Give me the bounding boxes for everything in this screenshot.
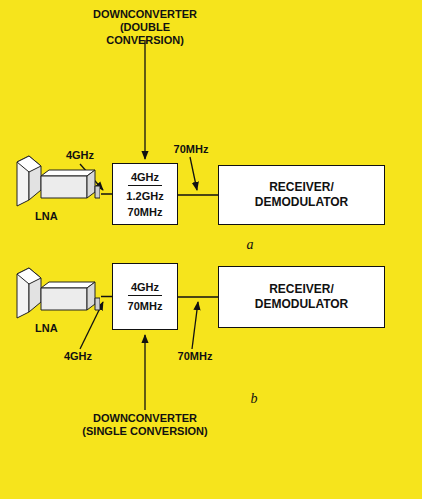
frequency-text: 4GHz: [128, 169, 162, 186]
box-label: RECEIVER/ DEMODULATOR: [224, 180, 379, 210]
callout-label: 70MHz: [166, 143, 216, 156]
callout-label: DOWNCONVERTER (DOUBLE CONVERSION): [88, 8, 202, 47]
leader-line: [190, 157, 197, 190]
signal-line: [178, 194, 218, 196]
callout-label: DOWNCONVERTER (SINGLE CONVERSION): [80, 412, 210, 438]
lna-unit: LNA: [15, 262, 101, 334]
callout-label: 4GHz: [58, 149, 102, 162]
frequency-text: 4GHz: [128, 279, 162, 296]
lna-illustration: [15, 262, 100, 322]
leader-line: [144, 40, 145, 159]
leader-line: [192, 302, 198, 349]
unit-name: LNA: [35, 210, 58, 222]
signal-line: [178, 296, 218, 298]
signal-line: [101, 296, 112, 298]
callout-label: 4GHz: [56, 350, 100, 363]
box-label: RECEIVER/ DEMODULATOR: [224, 282, 379, 312]
signal-line: [101, 193, 112, 195]
frequency-text: 1.2GHz: [123, 188, 166, 204]
downconverter-box: 4GHz 1.2GHz70MHz: [112, 163, 178, 225]
receiver-box: RECEIVER/ DEMODULATOR: [218, 266, 385, 328]
leader-line: [144, 335, 145, 410]
downconverter-box: 4GHz 70MHz: [112, 263, 178, 330]
frequency-text: 70MHz: [125, 298, 166, 314]
unit-name: LNA: [35, 322, 58, 334]
figure-letter: b: [244, 392, 264, 405]
callout-label: 70MHz: [170, 350, 220, 363]
receiver-box: RECEIVER/ DEMODULATOR: [218, 165, 385, 225]
frequency-text: 70MHz: [125, 204, 166, 220]
figure-letter: a: [240, 238, 260, 251]
